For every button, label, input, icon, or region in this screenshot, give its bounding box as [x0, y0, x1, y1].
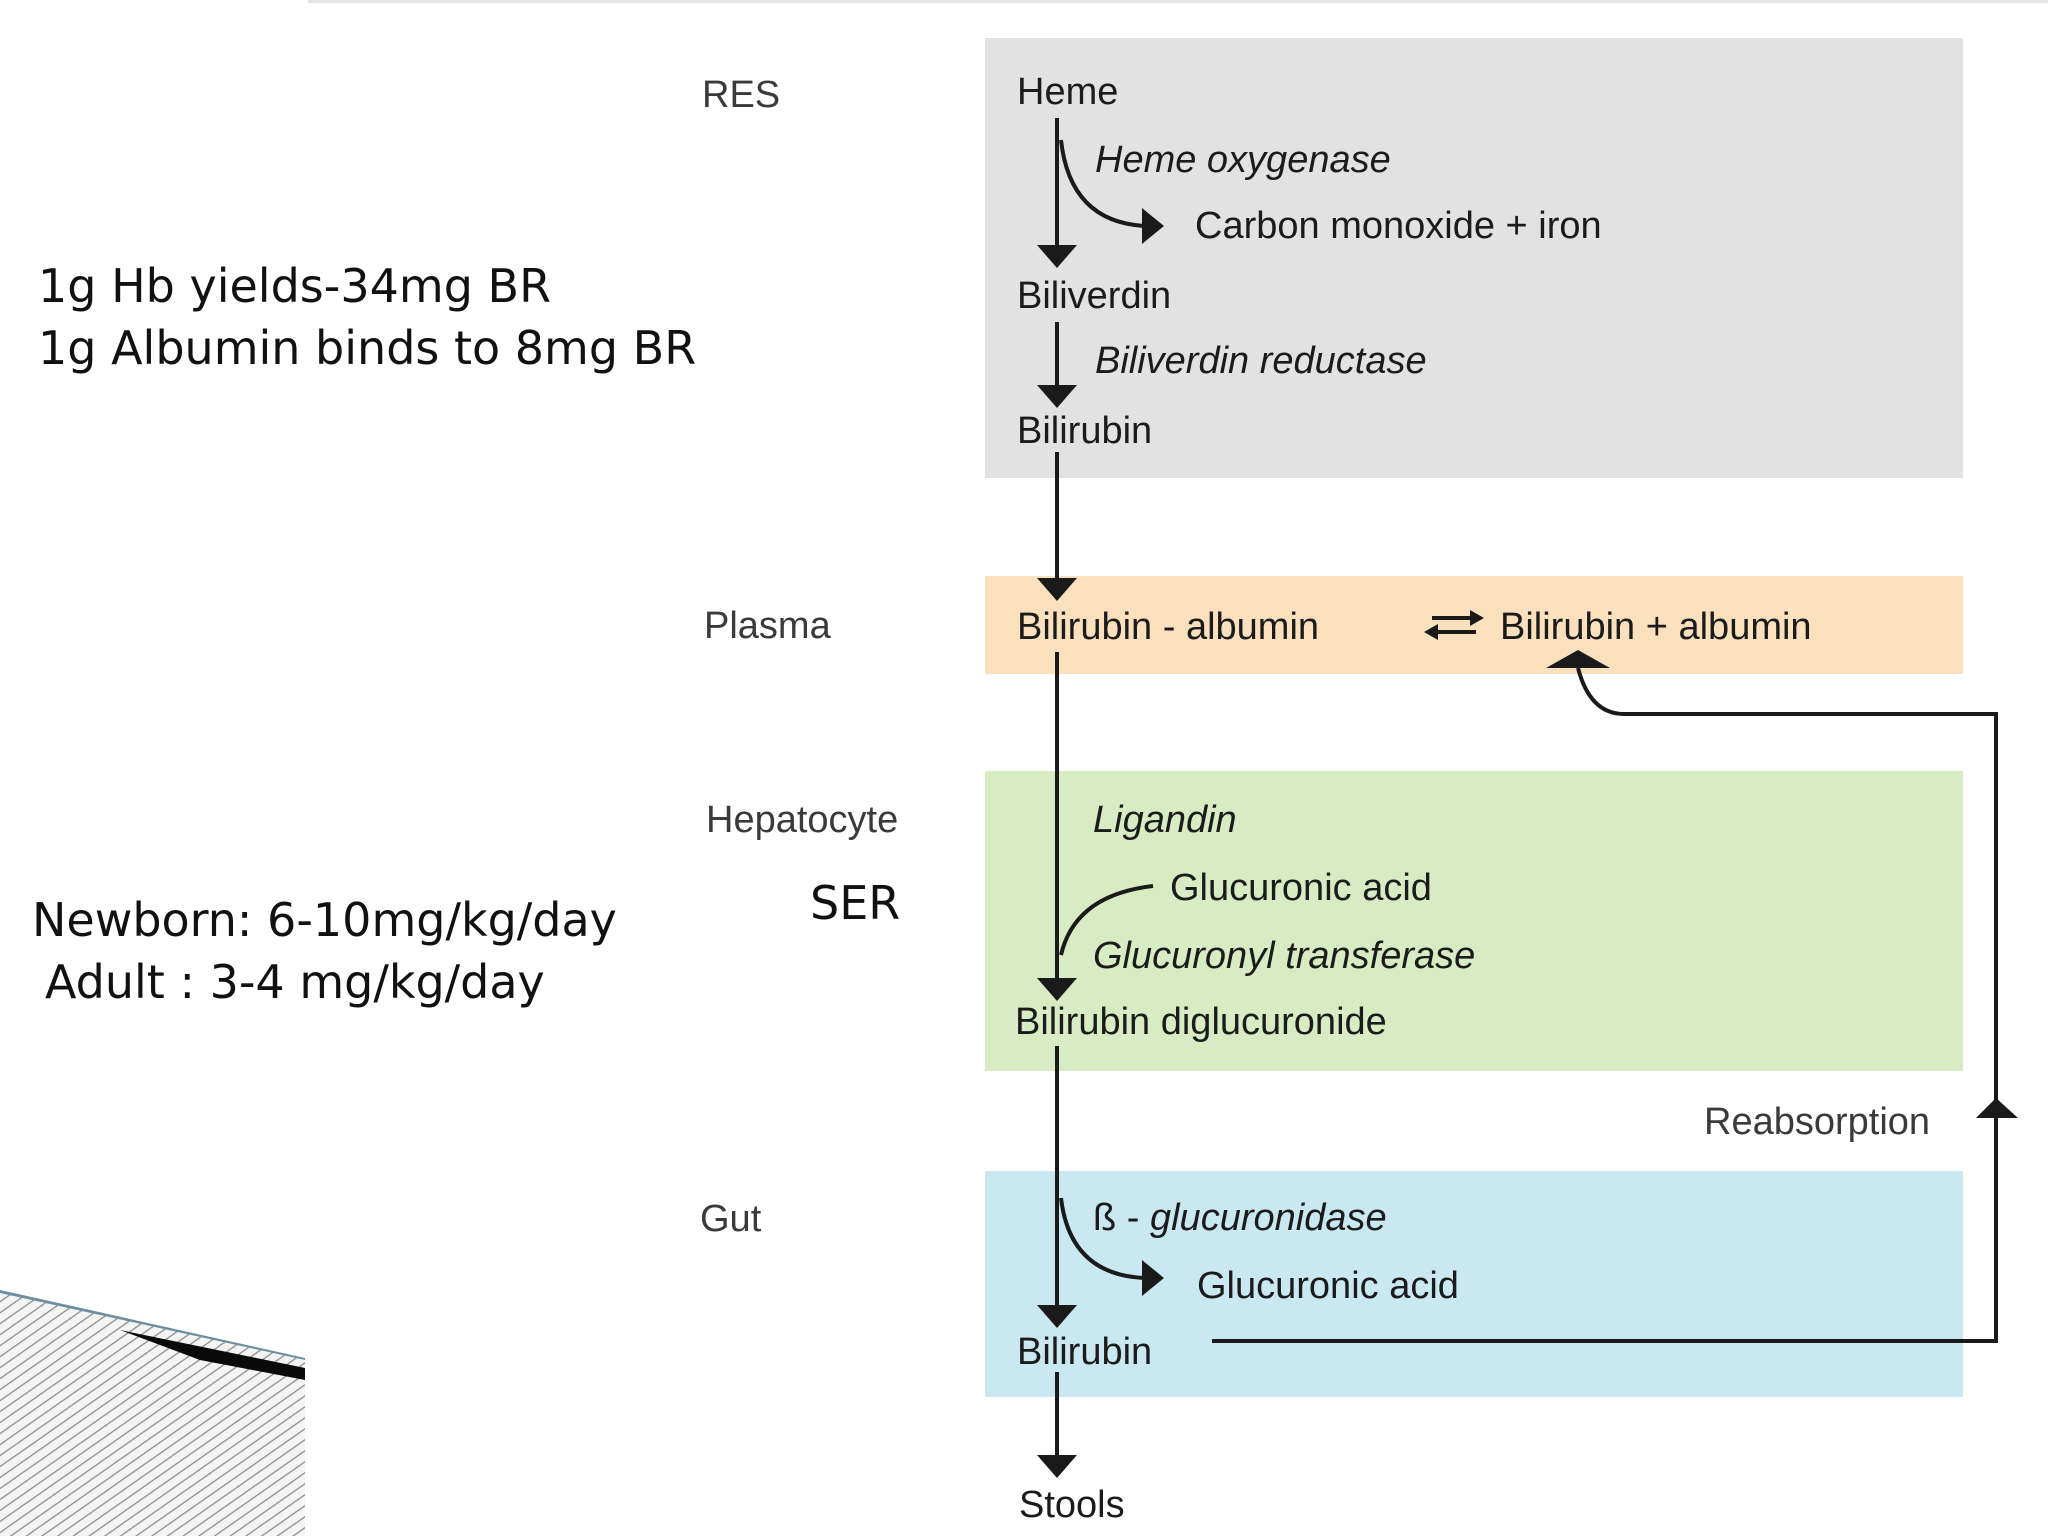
glucuronic-acid-gut-label: Glucuronic acid	[1197, 1265, 1459, 1307]
ser-label: SER	[810, 876, 901, 930]
heme-label: Heme	[1017, 71, 1119, 113]
beta-prefix: ß -	[1093, 1197, 1150, 1239]
bilirubin-albumin-complex-label: Bilirubin - albumin	[1017, 606, 1320, 648]
heme-oxygenase-label: Heme oxygenase	[1095, 139, 1391, 181]
res-band	[985, 38, 1963, 478]
hepatocyte-band	[985, 771, 1963, 1071]
note-albumin-binding: 1g Albumin binds to 8mg BR	[38, 321, 697, 375]
bilirubin-diglucuronide-label: Bilirubin diglucuronide	[1015, 1001, 1387, 1043]
glucuronidase-name: glucuronidase	[1149, 1197, 1387, 1239]
arrowhead-stools	[1037, 1455, 1077, 1478]
glucuronidase-branch	[1059, 1197, 1146, 1280]
stools-label: Stools	[1019, 1484, 1125, 1526]
glucuronic-acid-hepatocyte-label: Glucuronic acid	[1170, 867, 1432, 909]
arrowhead-reabsorption	[1976, 1098, 2018, 1118]
heme-oxygenase-branch	[1059, 139, 1146, 228]
section-label-hepatocyte: Hepatocyte	[706, 799, 899, 841]
arrowhead-bilirubin-gut	[1037, 1305, 1077, 1328]
section-label-plasma: Plasma	[704, 605, 831, 647]
reabsorption-loop	[1212, 667, 1998, 1343]
equilibrium-reverse-head	[1424, 624, 1438, 640]
arrowhead-biliverdin	[1037, 245, 1077, 268]
arrowhead-glucuronic-acid-gut	[1142, 1260, 1164, 1296]
note-adult-rate: Adult : 3-4 mg/kg/day	[45, 955, 545, 1009]
biliverdin-reductase-label: Biliverdin reductase	[1095, 340, 1427, 382]
arrowhead-bilirubin-res	[1037, 385, 1077, 408]
beta-glucuronidase-label: ß - glucuronidase	[1093, 1199, 1387, 1237]
reabsorption-label: Reabsorption	[1704, 1101, 1931, 1143]
biliverdin-label: Biliverdin	[1017, 275, 1172, 317]
carbon-monoxide-label: Carbon monoxide + iron	[1195, 205, 1602, 247]
arrowhead-reabsorption-return	[1546, 650, 1610, 668]
plasma-band	[985, 576, 1963, 674]
ligandin-label: Ligandin	[1093, 799, 1237, 841]
arrowhead-carbon-monoxide	[1142, 208, 1164, 244]
arrowhead-diglucuronide	[1037, 978, 1077, 1001]
corner-decoration	[0, 1290, 305, 1536]
glucuronic-acid-in-branch	[1059, 884, 1154, 956]
note-hb-yield: 1g Hb yields-34mg BR	[38, 259, 552, 313]
bilirubin-plus-albumin-label: Bilirubin + albumin	[1500, 606, 1812, 648]
bilirubin-res-label: Bilirubin	[1017, 410, 1153, 452]
section-label-gut: Gut	[700, 1198, 762, 1240]
equilibrium-forward-head	[1470, 610, 1484, 626]
top-divider	[308, 0, 2048, 3]
glucuronyl-transferase-label: Glucuronyl transferase	[1093, 935, 1476, 977]
arrowhead-plasma	[1037, 578, 1077, 601]
bilirubin-gut-label: Bilirubin	[1017, 1331, 1153, 1373]
section-label-res: RES	[702, 74, 781, 116]
note-newborn-rate: Newborn: 6-10mg/kg/day	[32, 893, 617, 947]
